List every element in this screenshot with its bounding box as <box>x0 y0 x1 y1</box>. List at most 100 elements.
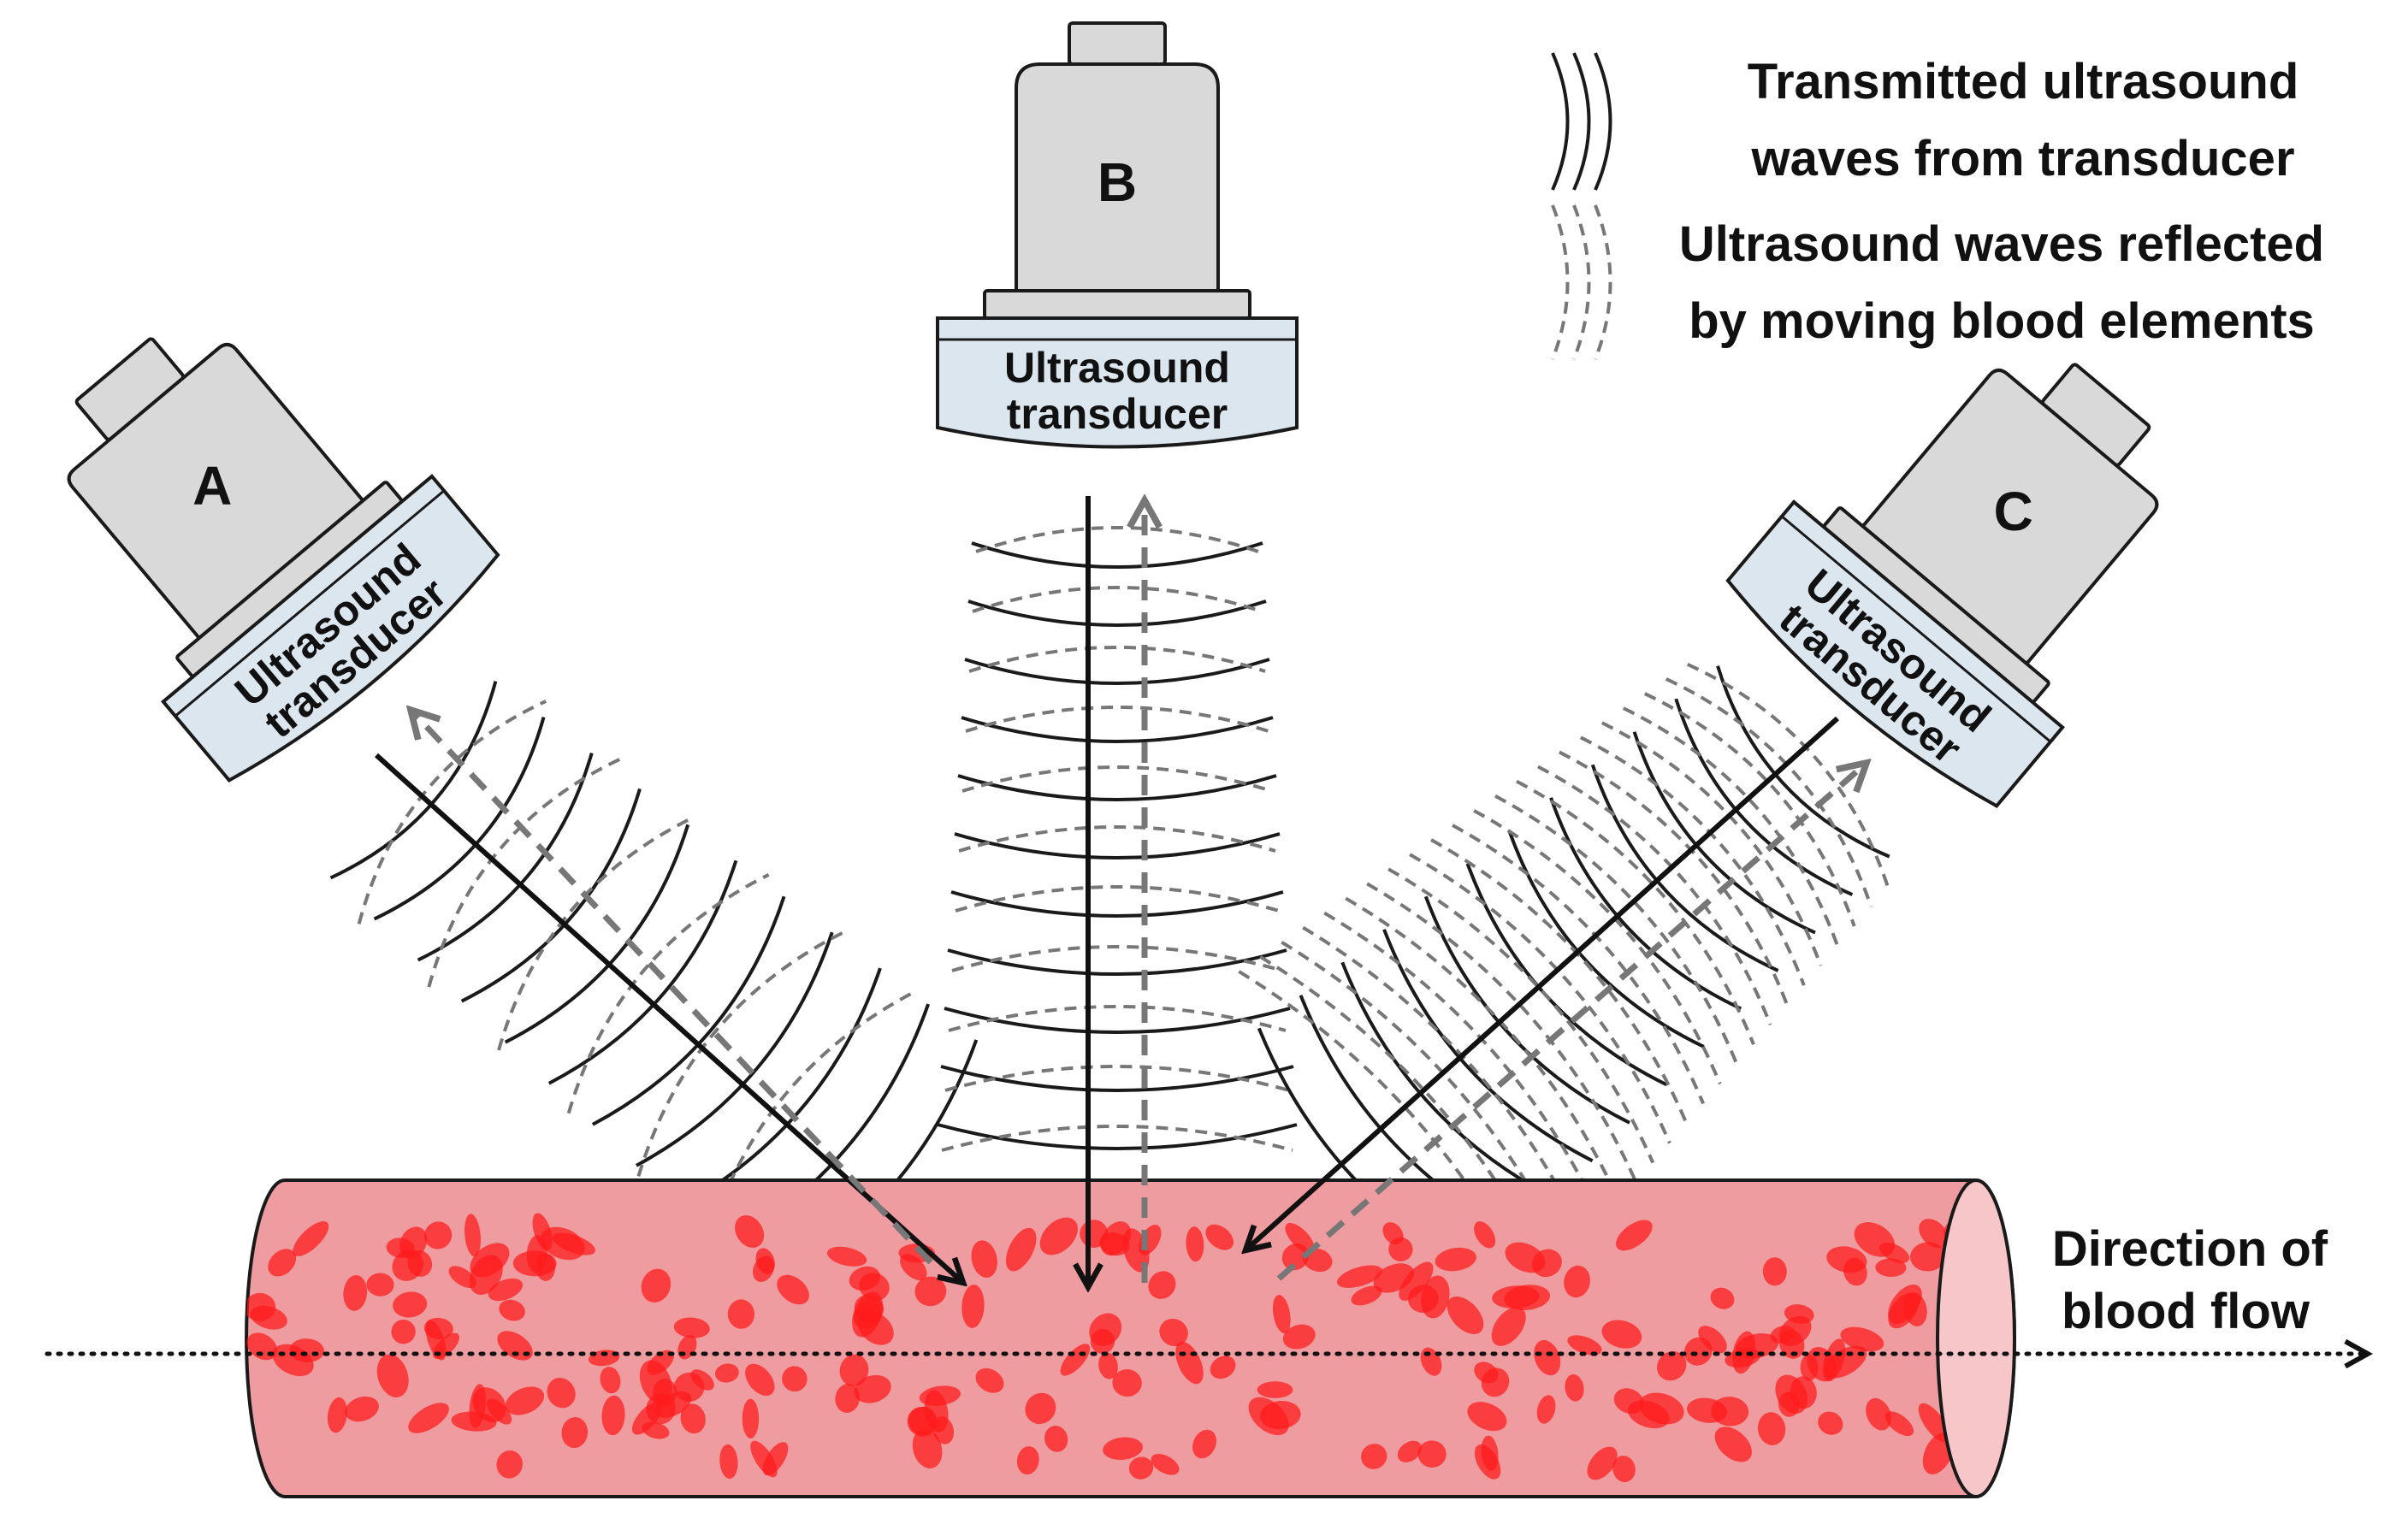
transducer-c-transmit-arrow <box>1245 716 1840 1250</box>
red-blood-cell <box>1866 1397 1892 1431</box>
red-blood-cell <box>1447 1296 1484 1335</box>
red-blood-cell <box>714 1363 739 1383</box>
red-blood-cell <box>391 1319 416 1344</box>
transmitted-wavefront <box>1716 665 1890 859</box>
reflected-wavefront <box>968 646 1266 673</box>
red-blood-cell <box>512 1250 557 1277</box>
red-blood-cell <box>750 1440 778 1478</box>
red-blood-cell <box>673 1372 705 1403</box>
red-blood-cell <box>327 1397 347 1433</box>
reflected-wavefront <box>1345 896 1621 1203</box>
red-blood-cell <box>1698 1326 1727 1354</box>
red-blood-cell <box>673 1317 710 1338</box>
red-blood-cell <box>464 1214 481 1257</box>
red-blood-cell <box>1100 1221 1132 1256</box>
red-blood-cell <box>425 1320 447 1361</box>
red-blood-cell <box>1272 1295 1291 1334</box>
transmitted-wavefront <box>1549 797 1742 1011</box>
reflected-wavefront <box>958 825 1276 853</box>
reflected-wavefront <box>1579 735 1806 986</box>
red-blood-cell <box>408 1403 449 1433</box>
transmitted-wavefront <box>940 1065 1294 1092</box>
red-blood-cell <box>1016 1446 1039 1475</box>
transducer-b-wavefronts <box>933 526 1301 1212</box>
red-blood-cell <box>289 1338 324 1363</box>
red-blood-cell <box>1683 1337 1713 1366</box>
legend: Transmitted ultrasound waves from transd… <box>1551 52 2324 360</box>
red-blood-cell <box>1128 1456 1154 1480</box>
transmitted-wavefront <box>504 824 690 1044</box>
red-blood-cell <box>423 1221 453 1249</box>
red-blood-cell <box>601 1395 625 1436</box>
red-blood-cell <box>600 1367 621 1394</box>
transducer-a-face <box>161 474 500 783</box>
blood-vessel <box>245 1178 2016 1498</box>
red-blood-cell <box>1710 1287 1735 1309</box>
transducer-b-letter: B <box>1098 151 1137 213</box>
red-blood-cell <box>469 1255 503 1296</box>
red-blood-cell <box>971 1240 997 1279</box>
red-blood-cell <box>782 1366 808 1392</box>
red-blood-cell <box>1919 1219 1949 1249</box>
transmitted-wavefront <box>954 832 1281 859</box>
red-blood-cell <box>639 1360 672 1404</box>
transmitted-wavefront <box>417 752 594 962</box>
transducer-c-reflect-arrow <box>1276 763 1867 1281</box>
red-blood-cell <box>499 1299 525 1321</box>
red-blood-cell <box>1534 1339 1561 1376</box>
reflected-wavefront <box>1452 824 1705 1105</box>
red-blood-cell <box>1474 1221 1496 1249</box>
red-blood-cell <box>1205 1224 1234 1250</box>
red-blood-cell <box>1417 1440 1447 1468</box>
reflected-wavefront <box>1238 970 1537 1302</box>
red-blood-cell <box>1285 1223 1315 1254</box>
red-blood-cell <box>1151 1454 1180 1475</box>
reflected-wavefront <box>1409 853 1671 1144</box>
reflected-wavefront <box>972 586 1263 613</box>
red-blood-cell <box>631 1402 663 1435</box>
reflected-wavefront <box>427 757 621 988</box>
transmitted-wavefront <box>547 859 738 1085</box>
reflected-wavefront <box>1558 750 1790 1006</box>
red-blood-cell <box>1397 1440 1422 1462</box>
transmitted-wavefront <box>1590 764 1779 972</box>
red-blood-cell <box>1564 1265 1590 1298</box>
red-blood-cell <box>293 1220 329 1257</box>
transducer-a: A Ultrasound transducer <box>67 337 500 783</box>
red-blood-cell <box>1399 1261 1434 1301</box>
transmitted-wavefront <box>957 774 1277 801</box>
red-blood-cell <box>1714 1427 1752 1462</box>
reflected-wavefront <box>961 765 1273 793</box>
red-blood-cell <box>1687 1397 1727 1423</box>
red-blood-cell <box>857 1311 894 1345</box>
red-blood-cell <box>1025 1392 1056 1425</box>
red-blood-cell <box>1361 1444 1387 1469</box>
transmitted-wavefront <box>961 716 1274 743</box>
transducer-b-label-line1: Ultrasound <box>1004 344 1230 392</box>
red-blood-cell <box>1762 1257 1787 1286</box>
transducer-c-letter: C <box>1994 481 2033 542</box>
red-blood-cell <box>1784 1304 1814 1324</box>
red-blood-cell <box>1039 1217 1078 1255</box>
red-blood-cell <box>1854 1222 1896 1257</box>
red-blood-cell <box>1567 1335 1602 1356</box>
reflected-wavefront <box>941 1125 1293 1152</box>
red-blood-cell <box>742 1398 760 1438</box>
red-blood-cell <box>1474 1362 1499 1384</box>
transmitted-wavefront <box>1507 830 1705 1048</box>
reflected-wavefront <box>1430 838 1689 1125</box>
reflected-wavefront <box>1494 794 1739 1066</box>
transducer-a-reflect-arrow <box>411 710 933 1265</box>
red-blood-cell <box>1884 1411 1914 1437</box>
red-blood-cell <box>1435 1247 1476 1272</box>
transducer-c-face <box>1725 499 2065 808</box>
reflected-wavefront <box>566 873 770 1114</box>
transmitted-wavefront <box>373 717 546 921</box>
red-blood-cell <box>1186 1226 1204 1262</box>
red-blood-cell <box>1565 1373 1584 1402</box>
red-blood-cell <box>1112 1369 1142 1397</box>
red-blood-cell <box>1005 1227 1037 1272</box>
red-blood-cell <box>1192 1429 1216 1459</box>
red-blood-cell <box>907 1406 938 1437</box>
red-blood-cell <box>1639 1392 1684 1425</box>
